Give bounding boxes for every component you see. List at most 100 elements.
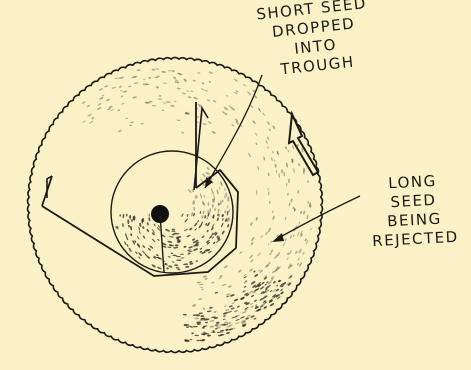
seed-speckle	[199, 320, 203, 321]
seed-speckle	[274, 164, 277, 168]
seed-speckle	[204, 278, 207, 281]
seed-speckle	[255, 133, 258, 137]
seed-speckle	[169, 236, 174, 238]
seed-speckle	[149, 245, 154, 249]
seed-speckle	[201, 215, 204, 219]
seed-speckle	[302, 252, 305, 255]
seed-speckle	[183, 263, 188, 265]
seed-speckle	[214, 208, 216, 211]
seed-speckle	[130, 121, 134, 123]
seed-speckle	[235, 319, 240, 322]
seed-speckle	[176, 259, 181, 261]
seed-speckle	[223, 315, 226, 317]
seed-speckle	[196, 340, 200, 341]
seed-speckle	[227, 205, 228, 209]
seed-speckle	[298, 222, 300, 226]
seed-speckle	[264, 283, 267, 286]
seed-speckle	[297, 190, 299, 194]
seed-speckle	[196, 321, 201, 323]
seed-speckle	[278, 173, 280, 178]
seed-speckle	[174, 79, 178, 81]
seed-speckle	[184, 229, 188, 232]
seed-speckle	[208, 202, 210, 206]
seed-speckle	[117, 109, 120, 111]
seed-speckle	[207, 222, 210, 226]
seed-speckle	[252, 120, 256, 125]
seed-speckle	[109, 105, 113, 108]
seed-speckle	[194, 222, 198, 227]
seed-speckle	[180, 254, 184, 255]
seed-speckle	[247, 314, 251, 317]
seed-speckle	[217, 332, 221, 334]
seed-speckle	[213, 311, 216, 313]
seed-speckle	[216, 322, 220, 325]
seed-speckle	[273, 281, 277, 285]
seed-speckle	[263, 295, 268, 299]
seed-speckle	[268, 227, 272, 233]
seed-speckle	[86, 104, 90, 107]
seed-speckle	[218, 277, 222, 280]
seed-speckle	[257, 165, 259, 170]
seed-speckle	[121, 103, 125, 105]
seed-speckle	[223, 106, 228, 111]
seed-speckle	[244, 285, 247, 288]
seed-speckle	[231, 302, 235, 304]
seed-speckle	[173, 77, 176, 79]
seed-speckle	[206, 217, 208, 220]
seed-speckle	[261, 281, 265, 285]
seed-speckle	[107, 108, 111, 111]
seed-speckle	[219, 187, 221, 190]
seed-speckle	[286, 183, 287, 187]
seed-speckle	[285, 146, 288, 150]
seed-speckle	[307, 180, 309, 183]
seed-speckle	[208, 80, 211, 83]
seed-speckle	[270, 240, 273, 243]
seed-speckle	[249, 268, 254, 272]
seed-speckle	[202, 210, 204, 214]
seed-speckle	[270, 290, 273, 293]
seed-speckle	[166, 101, 171, 103]
seed-speckle	[229, 305, 233, 308]
seed-speckle	[304, 238, 307, 241]
seed-speckle	[146, 255, 151, 259]
seed-speckle	[281, 169, 283, 173]
seed-speckle	[192, 238, 196, 241]
seed-speckle	[250, 242, 254, 246]
seed-speckle	[267, 243, 269, 246]
seed-speckle	[137, 236, 140, 240]
seed-speckle	[298, 163, 300, 166]
seed-speckle	[195, 318, 200, 320]
seed-speckle	[285, 216, 287, 220]
seed-speckle	[289, 234, 292, 239]
seed-speckle	[193, 207, 195, 211]
seed-speckle	[251, 281, 256, 286]
seed-speckle	[89, 120, 94, 124]
seed-speckle	[268, 191, 269, 195]
seed-speckle	[154, 77, 158, 79]
seed-speckle	[152, 238, 156, 242]
seed-speckle	[239, 251, 243, 255]
seed-speckle	[211, 282, 215, 284]
seed-speckle	[250, 222, 253, 226]
seed-speckle	[274, 159, 276, 162]
seed-speckle	[260, 286, 265, 290]
seed-speckle	[82, 101, 86, 104]
seed-speckle	[199, 284, 204, 286]
seed-speckle	[213, 100, 217, 103]
seed-speckle	[269, 201, 271, 204]
seed-speckle	[135, 251, 138, 254]
seed-speckle	[268, 172, 270, 176]
seed-speckle	[242, 290, 246, 294]
seed-speckle	[186, 214, 188, 217]
seed-speckle	[118, 129, 122, 132]
seed-speckle	[256, 190, 257, 195]
seed-speckle	[297, 262, 300, 265]
seed-speckle	[203, 332, 206, 333]
seed-speckle	[138, 256, 141, 259]
seed-speckle	[224, 210, 226, 214]
seed-speckle	[163, 82, 167, 83]
seed-speckle	[306, 214, 309, 219]
seed-speckle	[156, 254, 159, 257]
seed-speckle	[224, 265, 229, 269]
seed-speckle	[293, 168, 295, 173]
